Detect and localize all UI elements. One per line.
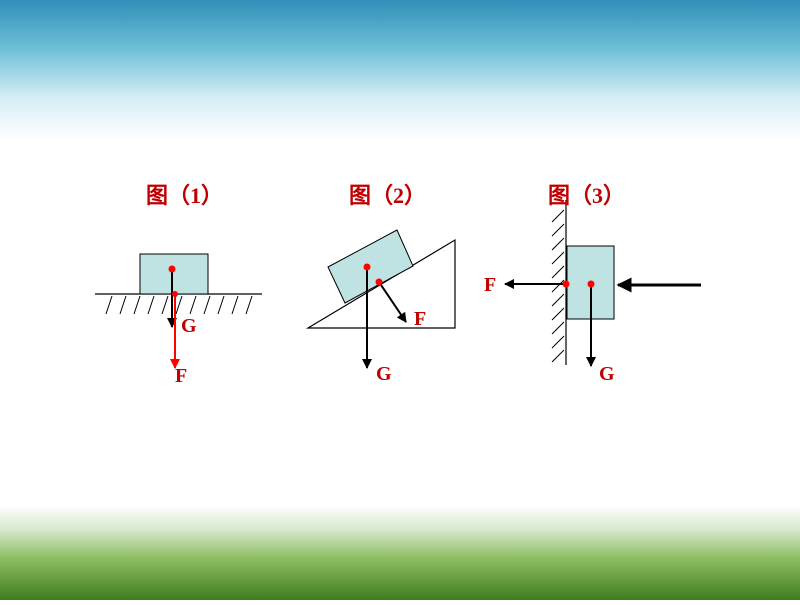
wall-hatching (551, 209, 565, 363)
weight-label: G (181, 315, 197, 337)
block (139, 253, 209, 295)
figure-1 (95, 253, 262, 369)
pressure-force-arrow (378, 281, 407, 323)
contact-dot (172, 291, 178, 297)
figure-2-caption: 图（2） (349, 183, 427, 208)
weight-label: G (376, 363, 392, 385)
contact-dot (562, 280, 570, 288)
figure-1-caption: 图（1） (146, 183, 224, 208)
block (327, 229, 414, 304)
center-dot (168, 265, 176, 273)
center-dot (363, 263, 371, 271)
weight-label: G (599, 363, 615, 385)
sky-background (0, 0, 800, 140)
force-label: F (484, 274, 497, 296)
contact-dot (375, 278, 383, 286)
figure-3 (504, 200, 701, 367)
grass-background (0, 505, 800, 600)
force-label: F (414, 308, 427, 330)
center-dot (587, 280, 595, 288)
ground-hatching (105, 295, 253, 315)
force-label: F (175, 365, 188, 387)
figure-2 (305, 229, 456, 369)
figure-3-caption: 图（3） (548, 183, 626, 208)
